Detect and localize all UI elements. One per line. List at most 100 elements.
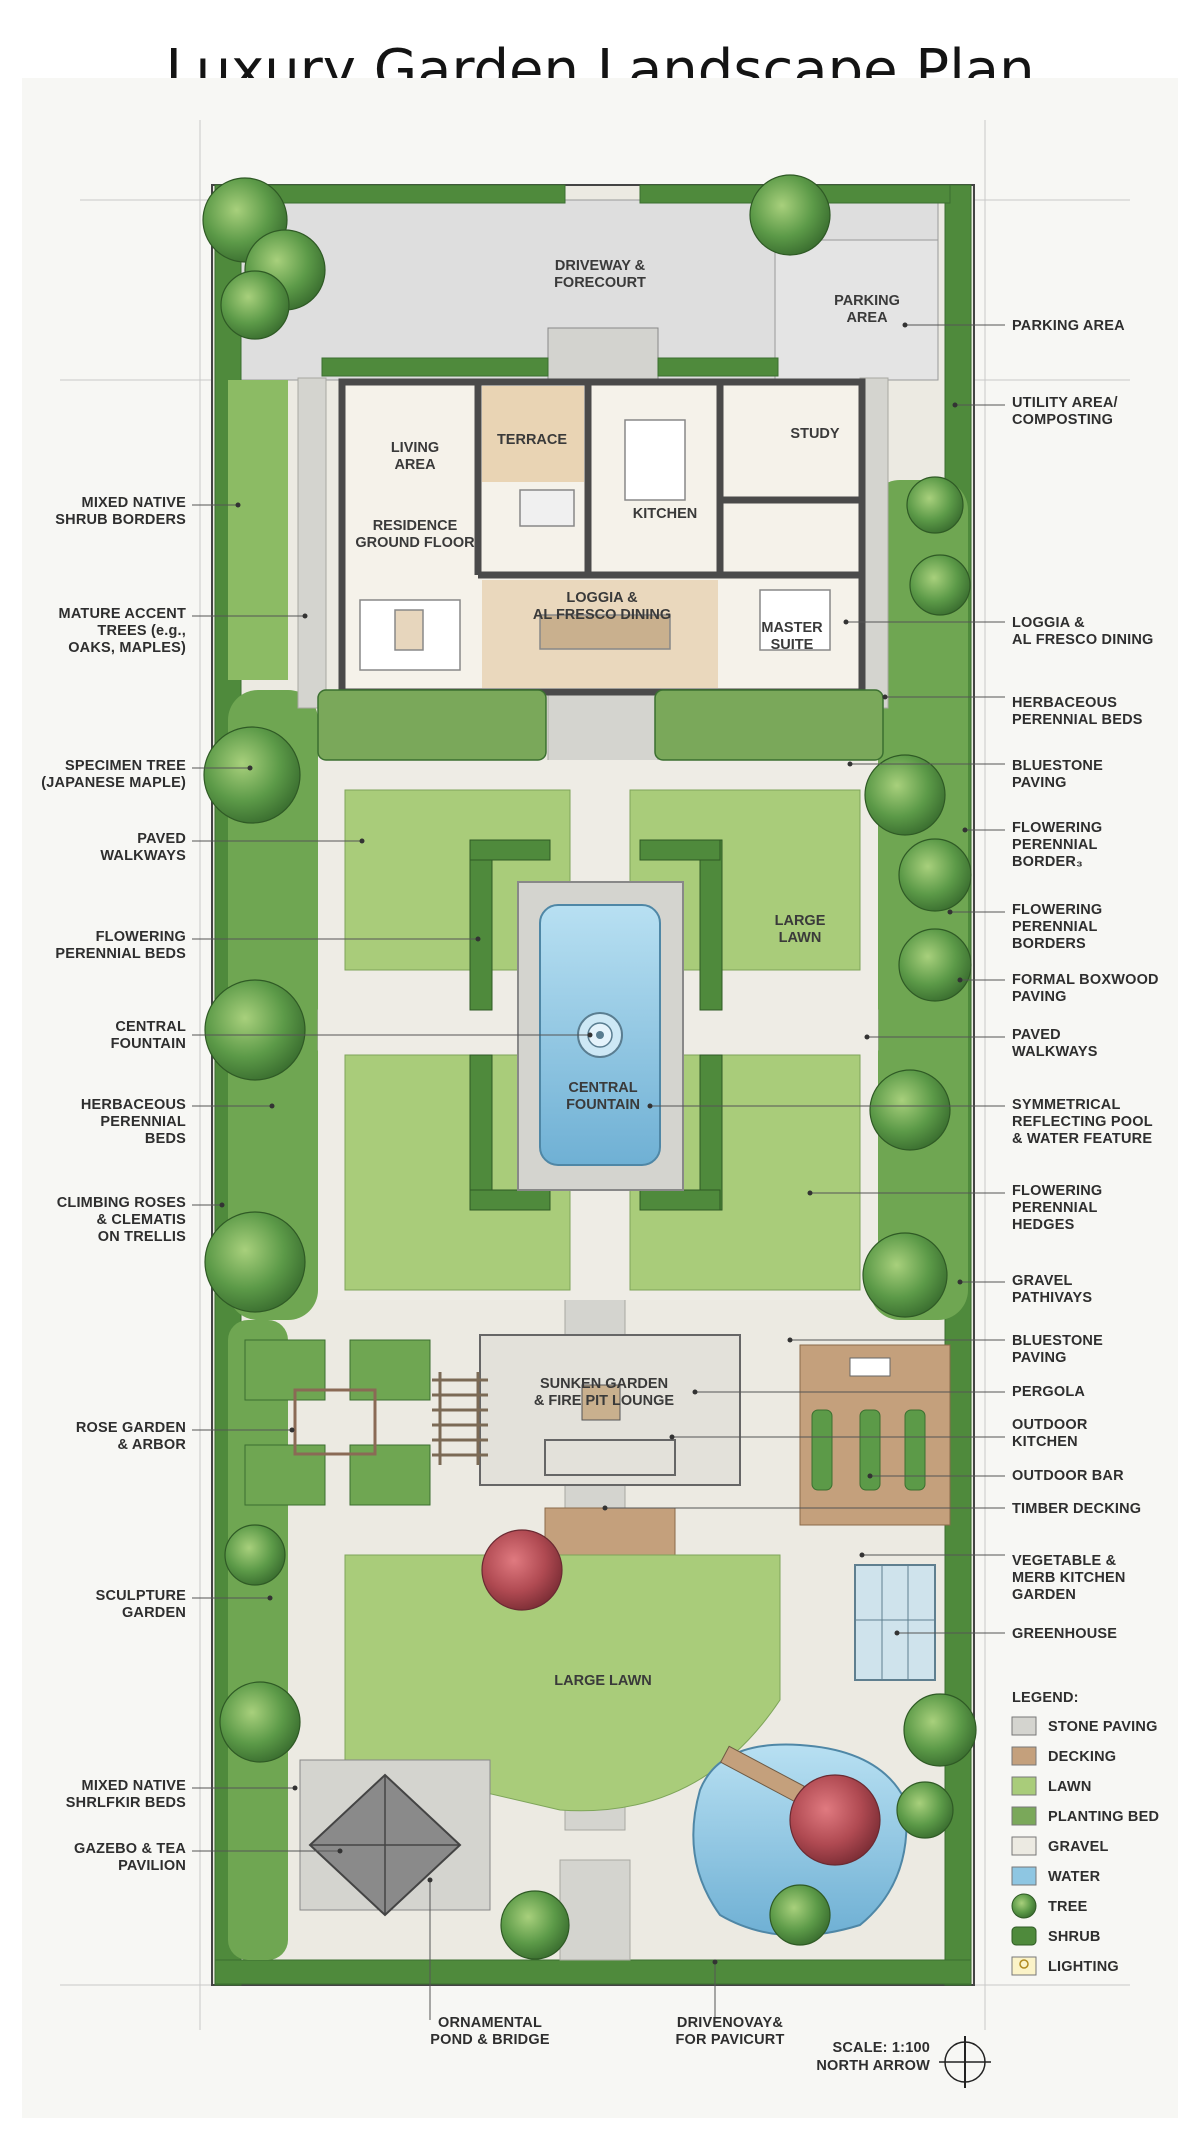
greenhouse [854, 1564, 936, 1681]
svg-text:LAWN: LAWN [1048, 1779, 1092, 1795]
room-study: STUDY [790, 426, 839, 442]
rose-garden [244, 1339, 431, 1506]
svg-text:UTILITY AREA/COMPOSTING: UTILITY AREA/COMPOSTING [1012, 395, 1118, 428]
svg-text:DECKING: DECKING [1048, 1749, 1116, 1765]
gazebo-pavilion [308, 1773, 462, 1917]
room-loggia: LOGGIA &AL FRESCO DINING [533, 590, 671, 623]
north-arrow-icon [939, 2036, 991, 2088]
svg-text:DRIVENOVAY&FOR PAVICURT: DRIVENOVAY&FOR PAVICURT [676, 2015, 785, 2048]
parking-area [774, 239, 939, 381]
svg-text:PARKING AREA: PARKING AREA [1012, 318, 1125, 334]
svg-text:OUTDOOR BAR: OUTDOOR BAR [1012, 1468, 1124, 1484]
legend-item-lighting: LIGHTING [1011, 1956, 1119, 1976]
boxwood-hedges [469, 839, 723, 1211]
callout-outdoor-bar: OUTDOOR BAR [867, 1468, 1124, 1484]
callout-utility-area: UTILITY AREA/COMPOSTING [952, 395, 1118, 428]
greenhouse-mullions [855, 1565, 935, 1680]
right-callouts: PARKING AREA UTILITY AREA/COMPOSTING LOG… [602, 318, 1159, 1642]
room-furniture [359, 419, 831, 671]
outdoor-bar [849, 1357, 891, 1377]
entry-steps [547, 327, 659, 387]
terrace-tiles [482, 386, 584, 482]
svg-text:PERGOLA: PERGOLA [1012, 1384, 1085, 1400]
svg-text:ROSE GARDEN& ARBOR: ROSE GARDEN& ARBOR [76, 1420, 186, 1453]
raised-beds [811, 1409, 926, 1491]
legend-item-water: WATER [1011, 1866, 1100, 1886]
tree-canopies [202, 174, 977, 1960]
room-large-lawn-bottom: LARGE LAWN [554, 1673, 651, 1689]
legend-item-gravel: GRAVEL [1011, 1836, 1109, 1856]
central-fountain-icon [577, 1012, 623, 1058]
svg-text:TIMBER DECKING: TIMBER DECKING [1012, 1501, 1141, 1517]
legend: LEGEND: STONE PAVING DECKING LAWN PLANTI… [1011, 1690, 1159, 1976]
legend-item-shrub: SHRUB [1011, 1926, 1101, 1946]
legend-item-lawn: LAWN [1011, 1776, 1092, 1796]
room-terrace: TERRACE [497, 432, 567, 448]
svg-text:GREENHOUSE: GREENHOUSE [1012, 1626, 1117, 1642]
legend-item-decking: DECKING [1011, 1746, 1116, 1766]
svg-text:LOGGIA &AL FRESCO DINING: LOGGIA &AL FRESCO DINING [1012, 615, 1154, 648]
callout-specimen-tree: SPECIMEN TREE(JAPANESE MAPLE) [41, 758, 253, 791]
room-sunken: SUNKEN GARDEN& FIRE PIT LOUNGE [534, 1376, 675, 1409]
callout-pergola: PERGOLA [692, 1384, 1085, 1400]
room-kitchen: KITCHEN [633, 506, 697, 522]
callout-greenhouse: GREENHOUSE [894, 1626, 1117, 1642]
svg-text:SPECIMEN TREE(JAPANESE MAPLE): SPECIMEN TREE(JAPANESE MAPLE) [41, 758, 186, 791]
callout-driveway-bottom: DRIVENOVAY&FOR PAVICURT [676, 1959, 785, 2048]
svg-text:LIGHTING: LIGHTING [1048, 1959, 1119, 1975]
svg-text:STONE PAVING: STONE PAVING [1048, 1719, 1158, 1735]
fire-pit [581, 1384, 621, 1421]
legend-item-planting-bed: PLANTING BED [1011, 1806, 1159, 1826]
callout-rose-garden: ROSE GARDEN& ARBOR [76, 1420, 295, 1453]
svg-text:GRAVEL: GRAVEL [1048, 1839, 1109, 1855]
svg-text:SHRUB: SHRUB [1048, 1929, 1101, 1945]
lounge-seating [544, 1439, 676, 1476]
large-lawn-bottom [344, 1554, 781, 1812]
